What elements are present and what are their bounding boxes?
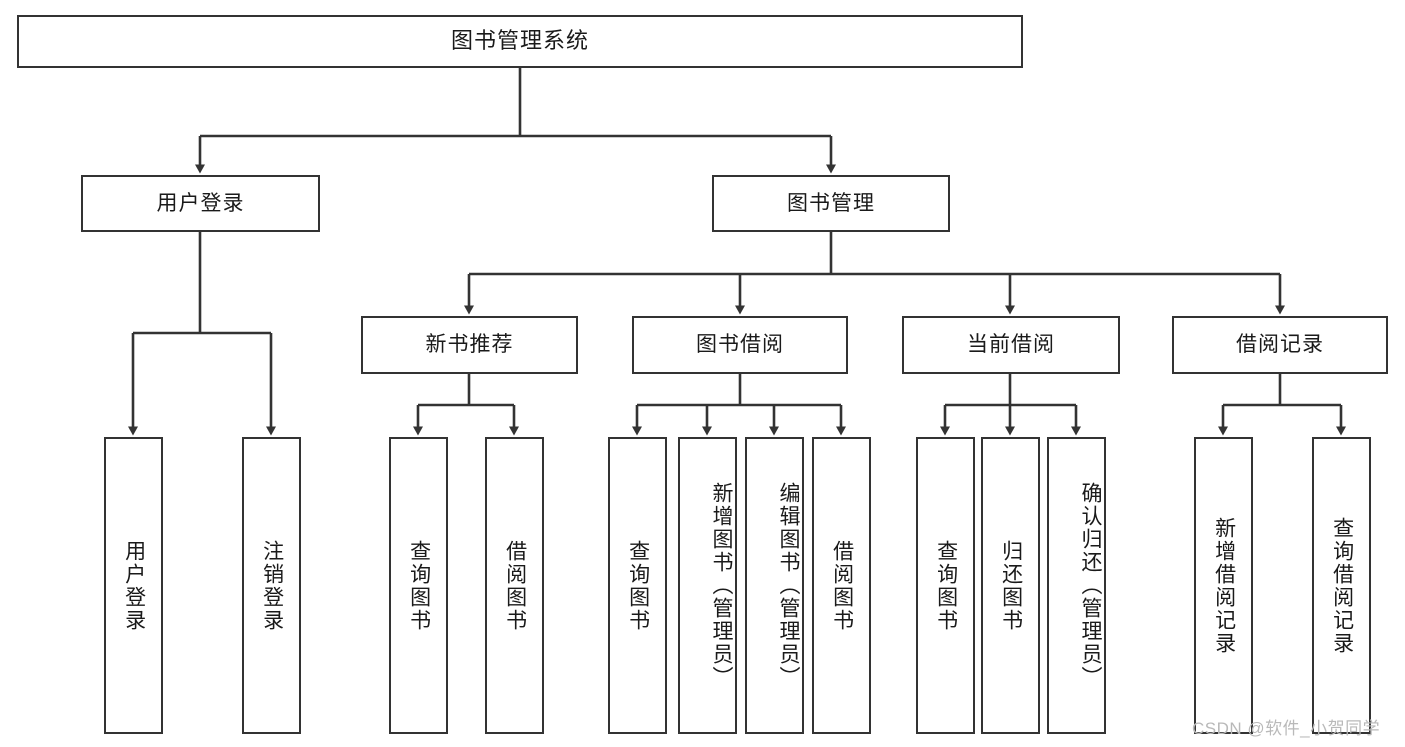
node-current-borrow[interactable]: 当前借阅 — [902, 316, 1120, 374]
node-leaf-add-borrow-record[interactable]: 新增借阅记录 — [1194, 437, 1253, 734]
node-leaf-borrow-book-2[interactable]: 借阅图书 — [812, 437, 871, 734]
node-leaf-query-book-1[interactable]: 查询图书 — [389, 437, 448, 734]
node-book-management[interactable]: 图书管理 — [712, 175, 950, 232]
node-leaf-borrow-book-1[interactable]: 借阅图书 — [485, 437, 544, 734]
node-leaf-confirm-return[interactable]: 确认归还（管理员） — [1047, 437, 1106, 734]
node-book-borrow[interactable]: 图书借阅 — [632, 316, 848, 374]
node-user-login[interactable]: 用户登录 — [81, 175, 320, 232]
node-leaf-edit-book[interactable]: 编辑图书（管理员） — [745, 437, 804, 734]
node-new-book-recommend[interactable]: 新书推荐 — [361, 316, 578, 374]
node-leaf-return-book[interactable]: 归还图书 — [981, 437, 1040, 734]
node-leaf-query-book-3[interactable]: 查询图书 — [916, 437, 975, 734]
csdn-watermark: CSDN @软件_小贺同学 — [1192, 719, 1381, 738]
node-borrow-record[interactable]: 借阅记录 — [1172, 316, 1388, 374]
node-leaf-logout-login[interactable]: 注销登录 — [242, 437, 301, 734]
node-leaf-query-borrow-record[interactable]: 查询借阅记录 — [1312, 437, 1371, 734]
node-root-system[interactable]: 图书管理系统 — [17, 15, 1023, 68]
node-leaf-user-login[interactable]: 用户登录 — [104, 437, 163, 734]
node-leaf-query-book-2[interactable]: 查询图书 — [608, 437, 667, 734]
node-leaf-add-book[interactable]: 新增图书（管理员） — [678, 437, 737, 734]
